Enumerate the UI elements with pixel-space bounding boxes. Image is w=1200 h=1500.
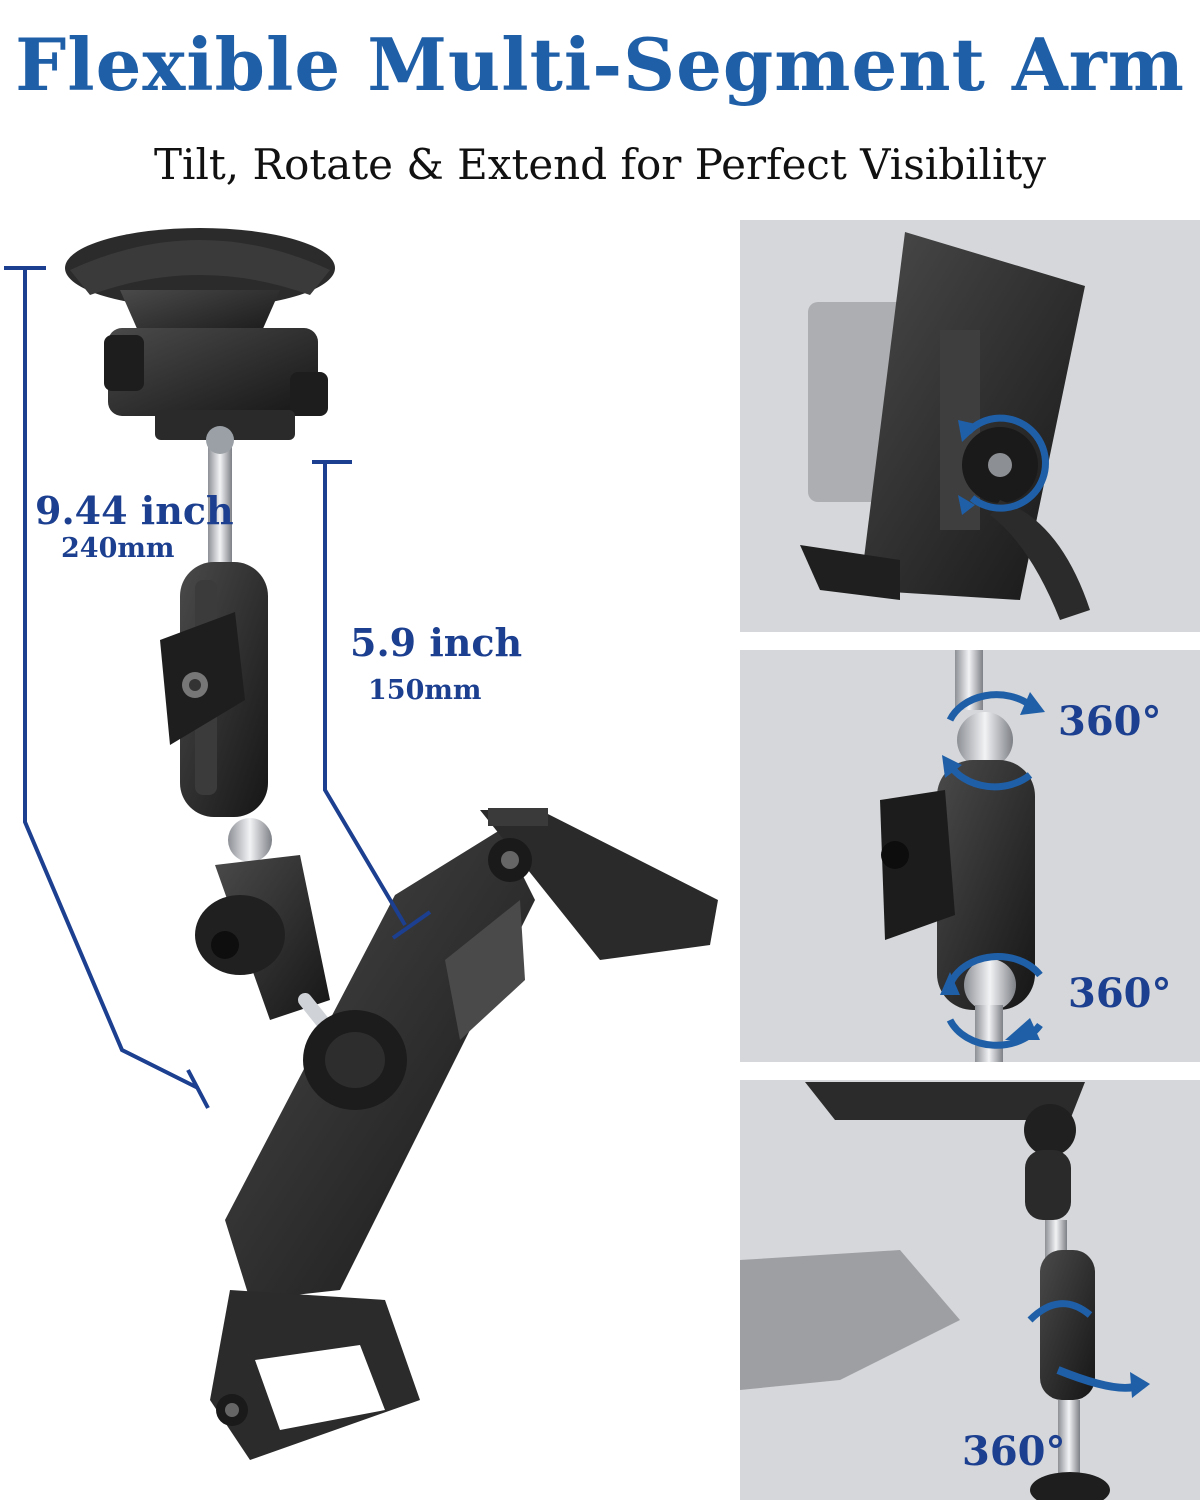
tablet-holder bbox=[210, 808, 718, 1460]
page-title: Flexible Multi-Segment Arm bbox=[15, 22, 1185, 107]
suction-mount bbox=[65, 228, 335, 440]
arm-segment-upper bbox=[160, 562, 268, 817]
dimension-long-inch: 9.44 inch bbox=[35, 488, 234, 533]
dimension-line-short bbox=[312, 460, 432, 940]
bottom-panel-rotation-label: 360° bbox=[962, 1428, 1066, 1475]
dimension-long-mm: 240mm bbox=[61, 533, 175, 564]
dimension-short-inch: 5.9 inch bbox=[350, 620, 523, 665]
middle-panel-bottom-rotation-label: 360° bbox=[1068, 970, 1172, 1017]
middle-panel-top-rotation-label: 360° bbox=[1058, 698, 1162, 745]
bottom-panel-arm bbox=[740, 1082, 1150, 1500]
top-panel-holder bbox=[800, 232, 1090, 620]
arm-segment-lower bbox=[195, 855, 330, 1020]
dimension-label-long: 9.44 inch 240mm bbox=[35, 488, 234, 564]
dimension-label-short: 5.9 inch 150mm bbox=[350, 620, 522, 706]
dimension-line-long bbox=[4, 266, 210, 1109]
dimension-short-mm: 150mm bbox=[368, 675, 482, 706]
upper-rod bbox=[208, 438, 232, 578]
ball-joint bbox=[228, 818, 272, 862]
page-subtitle: Tilt, Rotate & Extend for Perfect Visibi… bbox=[154, 140, 1046, 189]
middle-panel-arm bbox=[880, 650, 1045, 1062]
